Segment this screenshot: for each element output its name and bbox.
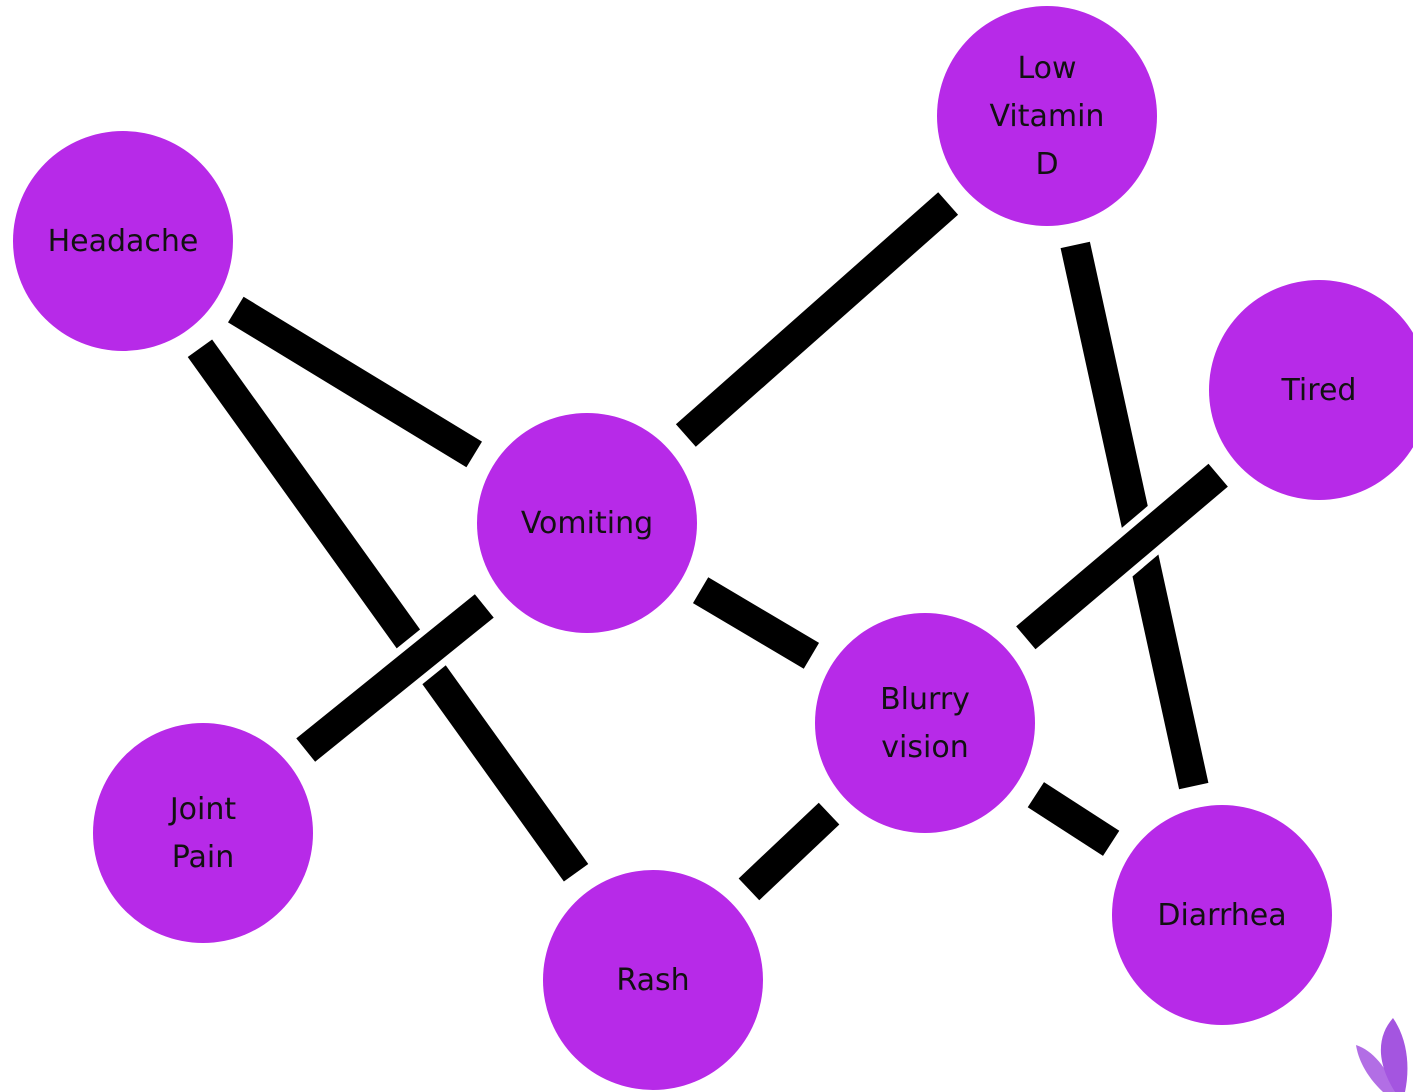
node-label: Tired	[1281, 373, 1357, 408]
edge-headache-rash	[182, 335, 594, 886]
node-label: Rash	[616, 963, 689, 998]
leaf-icon	[1380, 1018, 1408, 1092]
node-label: Vitamin	[990, 99, 1105, 134]
edges-layer	[182, 186, 1233, 906]
edge-vomiting-joint-pain	[291, 588, 499, 768]
edge-headache-vomiting	[224, 290, 486, 474]
node-blurry-vision: Blurry vision	[803, 601, 1047, 845]
node-label: vision	[881, 730, 968, 765]
node-circle	[543, 870, 763, 1090]
node-label: Joint	[168, 792, 237, 827]
node-label: Blurry	[880, 682, 970, 717]
edge-line	[1027, 782, 1120, 856]
node-circle	[13, 131, 233, 351]
edge-line	[228, 296, 482, 468]
edge-line	[692, 577, 820, 669]
edge-blurry-vision-diarrhea	[1023, 776, 1124, 862]
node-circle	[1209, 280, 1413, 500]
node-circle	[93, 723, 313, 943]
node-diarrhea: Diarrhea	[1100, 793, 1344, 1037]
leaf-decoration	[1356, 1018, 1408, 1092]
edge-low-vitamin-d-diarrhea	[1053, 240, 1216, 791]
edge-vomiting-low-vitamin-d	[671, 186, 963, 453]
edge-tired-blurry-vision	[1011, 458, 1233, 655]
edge-line	[1016, 463, 1228, 650]
leaf-icon	[1356, 1045, 1395, 1092]
edge-line	[675, 192, 959, 447]
node-label: D	[1035, 147, 1058, 182]
edge-vomiting-blurry-vision	[689, 571, 823, 675]
node-circle	[815, 613, 1035, 833]
node-circle	[937, 6, 1157, 226]
node-label: Vomiting	[521, 506, 653, 541]
node-circle	[1112, 805, 1332, 1025]
node-label: Headache	[48, 224, 199, 259]
node-vomiting: Vomiting	[465, 401, 709, 645]
edge-blurry-vision-rash	[733, 797, 845, 906]
node-tired: Tired	[1197, 268, 1413, 512]
edge-line	[1060, 241, 1209, 790]
node-label: Pain	[172, 840, 234, 875]
edge-line	[738, 802, 840, 901]
node-rash: Rash	[531, 858, 775, 1092]
node-circle	[477, 413, 697, 633]
node-headache: Headache	[1, 119, 245, 363]
edge-line	[296, 594, 494, 762]
edge-line	[187, 339, 589, 882]
node-label: Low	[1017, 51, 1076, 86]
node-label: Diarrhea	[1157, 898, 1286, 933]
